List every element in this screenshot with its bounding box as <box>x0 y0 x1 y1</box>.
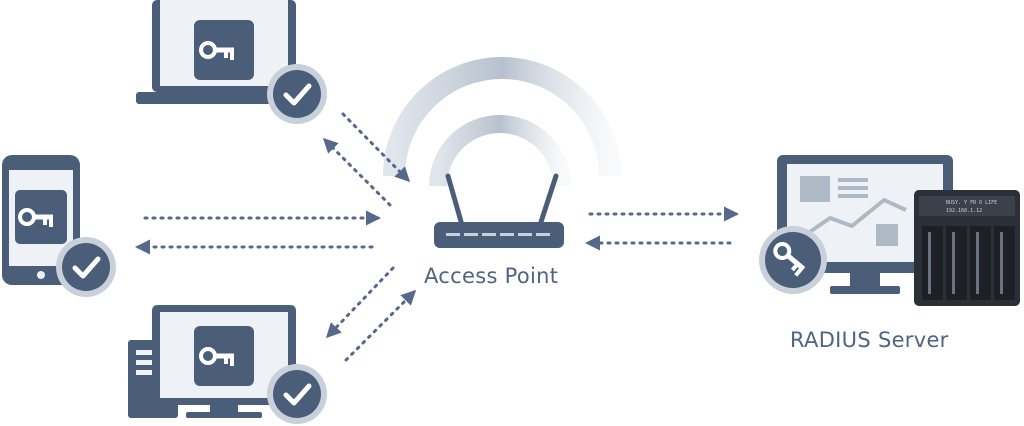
server-key-badge <box>759 226 827 294</box>
access-point-label: Access Point <box>424 264 559 288</box>
check-icon <box>56 237 116 297</box>
radius-server-label: RADIUS Server <box>790 328 949 352</box>
nas-display-line-1: BUSY. Y FR D LIFE <box>946 200 997 206</box>
arrow-laptop-to-ap <box>341 112 411 183</box>
router-icon <box>434 173 564 248</box>
key-icon <box>773 242 806 277</box>
check-icon <box>267 364 327 424</box>
signal-arc-outer <box>383 57 621 177</box>
client-phone <box>2 155 116 297</box>
nas-device: BUSY. Y FR D LIFE 192.168.1.12 <box>914 190 1020 306</box>
client-desktop <box>128 305 327 424</box>
arrow-ap-to-laptop <box>322 137 392 207</box>
nas-display-line-2: 192.168.1.12 <box>946 208 982 214</box>
arrow-ap-to-desktop <box>325 266 395 339</box>
arrow-desktop-to-ap <box>344 289 417 362</box>
signal-arc-inner <box>429 115 571 187</box>
client-laptop <box>136 0 327 124</box>
check-icon <box>267 64 327 124</box>
